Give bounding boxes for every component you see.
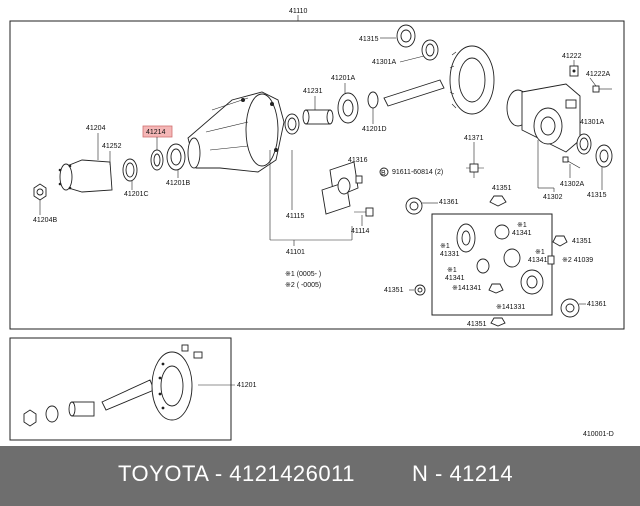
lower-frame [9, 337, 232, 441]
bolt-41114 [354, 207, 374, 217]
label-41315-right: 41315 [587, 192, 607, 199]
nut-lower [23, 409, 37, 427]
label-41201d: 41201D [362, 126, 387, 133]
label-41301a-top: 41301A [372, 59, 396, 66]
footer-bar: TOYOTA - 4121426011 N - 41214 [0, 446, 640, 506]
label-91611: 91611-60814 (2) [392, 169, 443, 176]
washer-lower [45, 405, 59, 423]
nut-41204b [33, 183, 47, 201]
carrier-housing-41115 [187, 91, 285, 173]
label-41201b: 41201B [166, 180, 190, 187]
label-41231: 41231 [303, 88, 323, 95]
bearing-41315-top [396, 24, 416, 48]
pinion-41341-upper [494, 224, 510, 240]
spider-gear-center [503, 248, 521, 268]
differential-case-41301 [506, 83, 581, 153]
label-41214: 41214 [146, 129, 166, 136]
thrust-washer-41351-top [489, 195, 507, 207]
label-41361-right: 41361 [587, 301, 607, 308]
label-41101: 41101 [286, 249, 305, 256]
pinion-bearing-lower [68, 401, 95, 417]
companion-flange-41204 [58, 159, 113, 193]
bearing-cap-41316 [321, 161, 359, 215]
parts-diagram: 41110 41204 41252 41204B 41201C 41214 41… [9, 8, 625, 441]
label-41331-c: ※141331 [496, 304, 525, 311]
label-41201a: 41201A [331, 75, 355, 82]
label-41039: ※2 41039 [562, 257, 593, 264]
bolt-41222a [592, 85, 612, 93]
ring-pinion-set-41201 [101, 344, 203, 421]
label-41315-top: 41315 [359, 36, 379, 43]
thrust-washer-41361-left [405, 197, 423, 215]
label-41201: 41201 [237, 382, 257, 389]
seal-41301a-top [421, 39, 439, 61]
seal-41201d [367, 91, 379, 109]
bearing-41315-right [595, 144, 613, 168]
label-41114: 41114 [351, 228, 370, 235]
pinion-shaft-41371 [466, 150, 484, 178]
label-41361-left: 41361 [439, 199, 459, 206]
ring-and-pinion-gear [383, 45, 495, 115]
bolt-reference-marker [379, 167, 389, 177]
washer-41351-left [414, 284, 426, 296]
shaft-41039 [547, 255, 555, 265]
label-41301a-right: 41301A [580, 119, 604, 126]
label-41222a: 41222A [586, 71, 610, 78]
label-41204b: 41204B [33, 217, 57, 224]
bolt-marker-letter: B [381, 170, 386, 177]
main-frame [9, 20, 625, 330]
washer-41351-bottom [490, 317, 506, 327]
legend-line-2: ※2 ( -0005) [285, 282, 321, 289]
label-41302a: 41302A [560, 181, 584, 188]
label-41351-left: 41351 [384, 287, 404, 294]
label-41201c: 41201C [124, 191, 149, 198]
legend-line-1: ※1 (0005- ) [285, 271, 321, 278]
bolt-41316 [355, 175, 363, 184]
pinion-41341-lower [476, 258, 490, 274]
label-41115: 41115 [286, 213, 305, 220]
collapsible-spacer-41231 [302, 109, 334, 125]
washer-41351-right [552, 235, 568, 247]
label-41302: 41302 [543, 194, 563, 201]
footer-reference: N - 41214 [412, 461, 514, 486]
thrust-washer-41361-right [560, 298, 580, 318]
label-41351-top: 41351 [492, 185, 512, 192]
seal-41301a-right [576, 133, 592, 155]
label-41351-bottom: 41351 [467, 321, 487, 328]
lock-plate-41222 [569, 65, 579, 77]
bolt-41302a [562, 156, 581, 169]
washer-41351-inner-left [488, 283, 504, 294]
label-41371: 41371 [464, 135, 484, 142]
label-41341-d: ※141341 [452, 285, 481, 292]
label-41222: 41222 [562, 53, 582, 60]
bearing-41201a [337, 92, 359, 124]
highlight-41214 [142, 125, 173, 138]
label-41351-right: 41351 [572, 238, 592, 245]
label-41252: 41252 [102, 143, 122, 150]
side-gear-41331-upper [456, 223, 476, 253]
label-41204: 41204 [86, 125, 106, 132]
label-41110: 41110 [289, 8, 308, 15]
differential-detail-frame [431, 213, 553, 316]
label-41316: 41316 [348, 157, 368, 164]
footer-part-number: TOYOTA - 4121426011 [118, 461, 355, 486]
drawing-code: 410001-D [583, 431, 614, 438]
side-gear-41331-lower [520, 269, 544, 295]
